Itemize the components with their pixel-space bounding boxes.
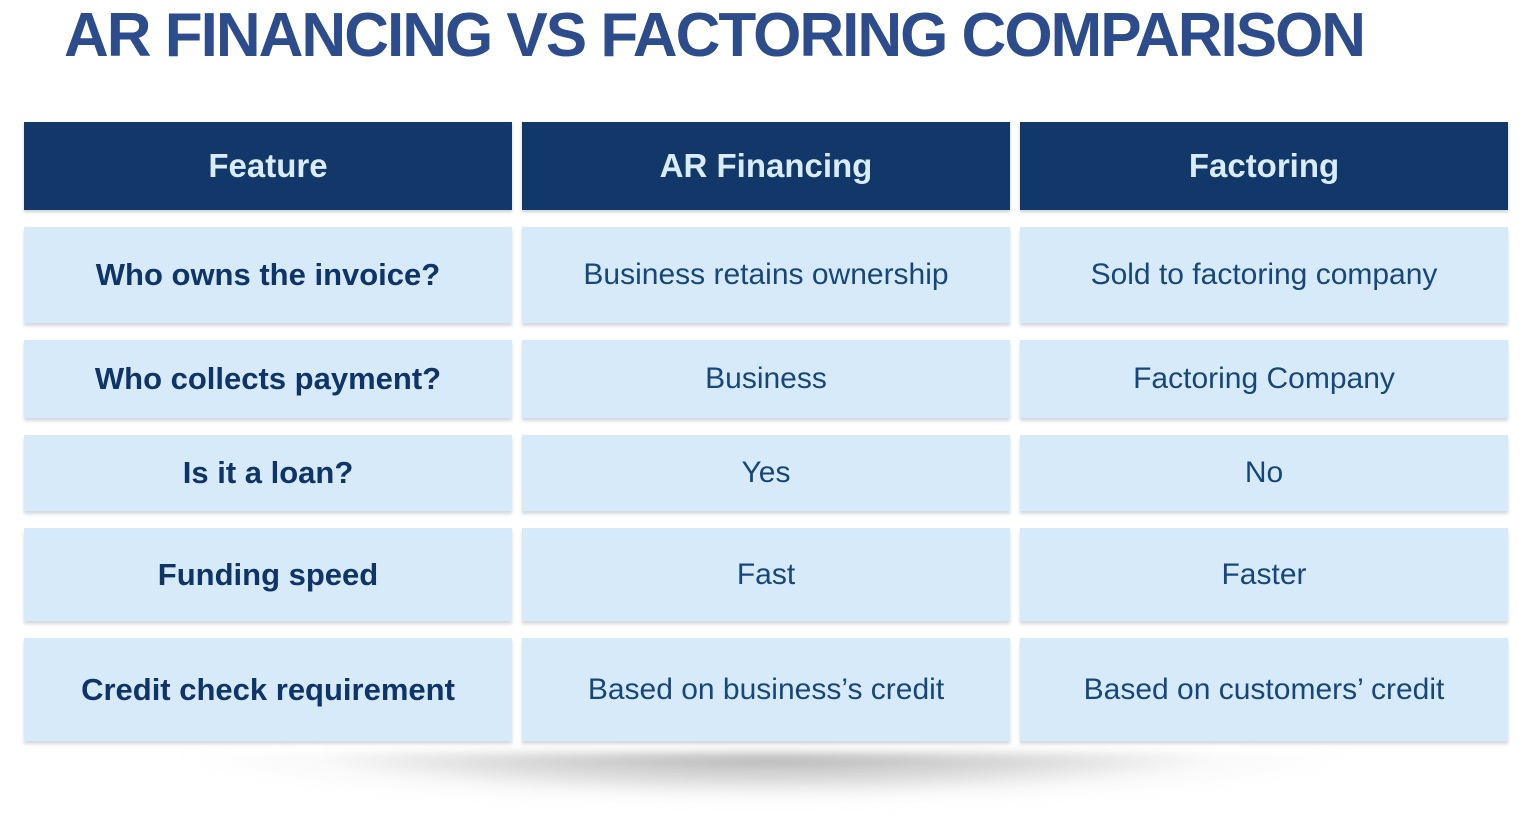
table-cell-factoring-loan: No (1020, 435, 1508, 511)
table-cell-factoring-collection: Factoring Company (1020, 340, 1508, 418)
table-cell-ar-financing-collection: Business (522, 340, 1010, 418)
table-cell-ar-financing-credit: Based on business’s credit (522, 638, 1010, 741)
comparison-table: Feature AR Financing Factoring Who owns … (24, 122, 1508, 741)
feature-label-funding-speed: Funding speed (24, 528, 512, 621)
table-drop-shadow (38, 753, 1496, 831)
feature-label-who-collects-payment: Who collects payment? (24, 340, 512, 418)
table-cell-ar-financing-speed: Fast (522, 528, 1010, 621)
table-cell-factoring-credit: Based on customers’ credit (1020, 638, 1508, 741)
table-cell-factoring-speed: Faster (1020, 528, 1508, 621)
column-header-ar-financing: AR Financing (522, 122, 1010, 210)
feature-label-who-owns-invoice: Who owns the invoice? (24, 227, 512, 323)
feature-label-is-it-a-loan: Is it a loan? (24, 435, 512, 511)
page-title: AR FINANCING VS FACTORING COMPARISON (64, 1, 1366, 70)
table-cell-ar-financing-loan: Yes (522, 435, 1010, 511)
column-header-factoring: Factoring (1020, 122, 1508, 210)
table-cell-factoring-ownership: Sold to factoring company (1020, 227, 1508, 323)
feature-label-credit-check: Credit check requirement (24, 638, 512, 741)
table-cell-ar-financing-ownership: Business retains ownership (522, 227, 1010, 323)
column-header-feature: Feature (24, 122, 512, 210)
